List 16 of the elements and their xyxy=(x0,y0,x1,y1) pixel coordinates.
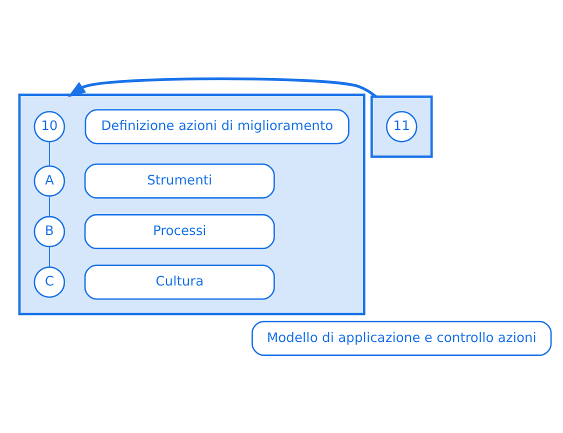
cluster xyxy=(18,93,366,315)
node-box: Cultura xyxy=(84,264,275,300)
connector xyxy=(48,246,50,267)
node-circle: 10 xyxy=(34,110,66,142)
node-circle: A xyxy=(34,164,66,196)
node-box: Processi xyxy=(84,214,275,249)
connector xyxy=(48,140,50,166)
node-box: Modello di applicazione e controllo azioni xyxy=(252,320,552,356)
connector xyxy=(48,195,50,216)
node-box: Strumenti xyxy=(84,162,275,198)
arrow xyxy=(68,76,377,98)
node-circle: C xyxy=(34,266,66,298)
node-circle: 11 xyxy=(386,110,418,142)
node-box: Definizione azioni di miglioramento xyxy=(84,108,350,144)
node-circle: B xyxy=(34,215,66,247)
cluster xyxy=(370,95,433,158)
